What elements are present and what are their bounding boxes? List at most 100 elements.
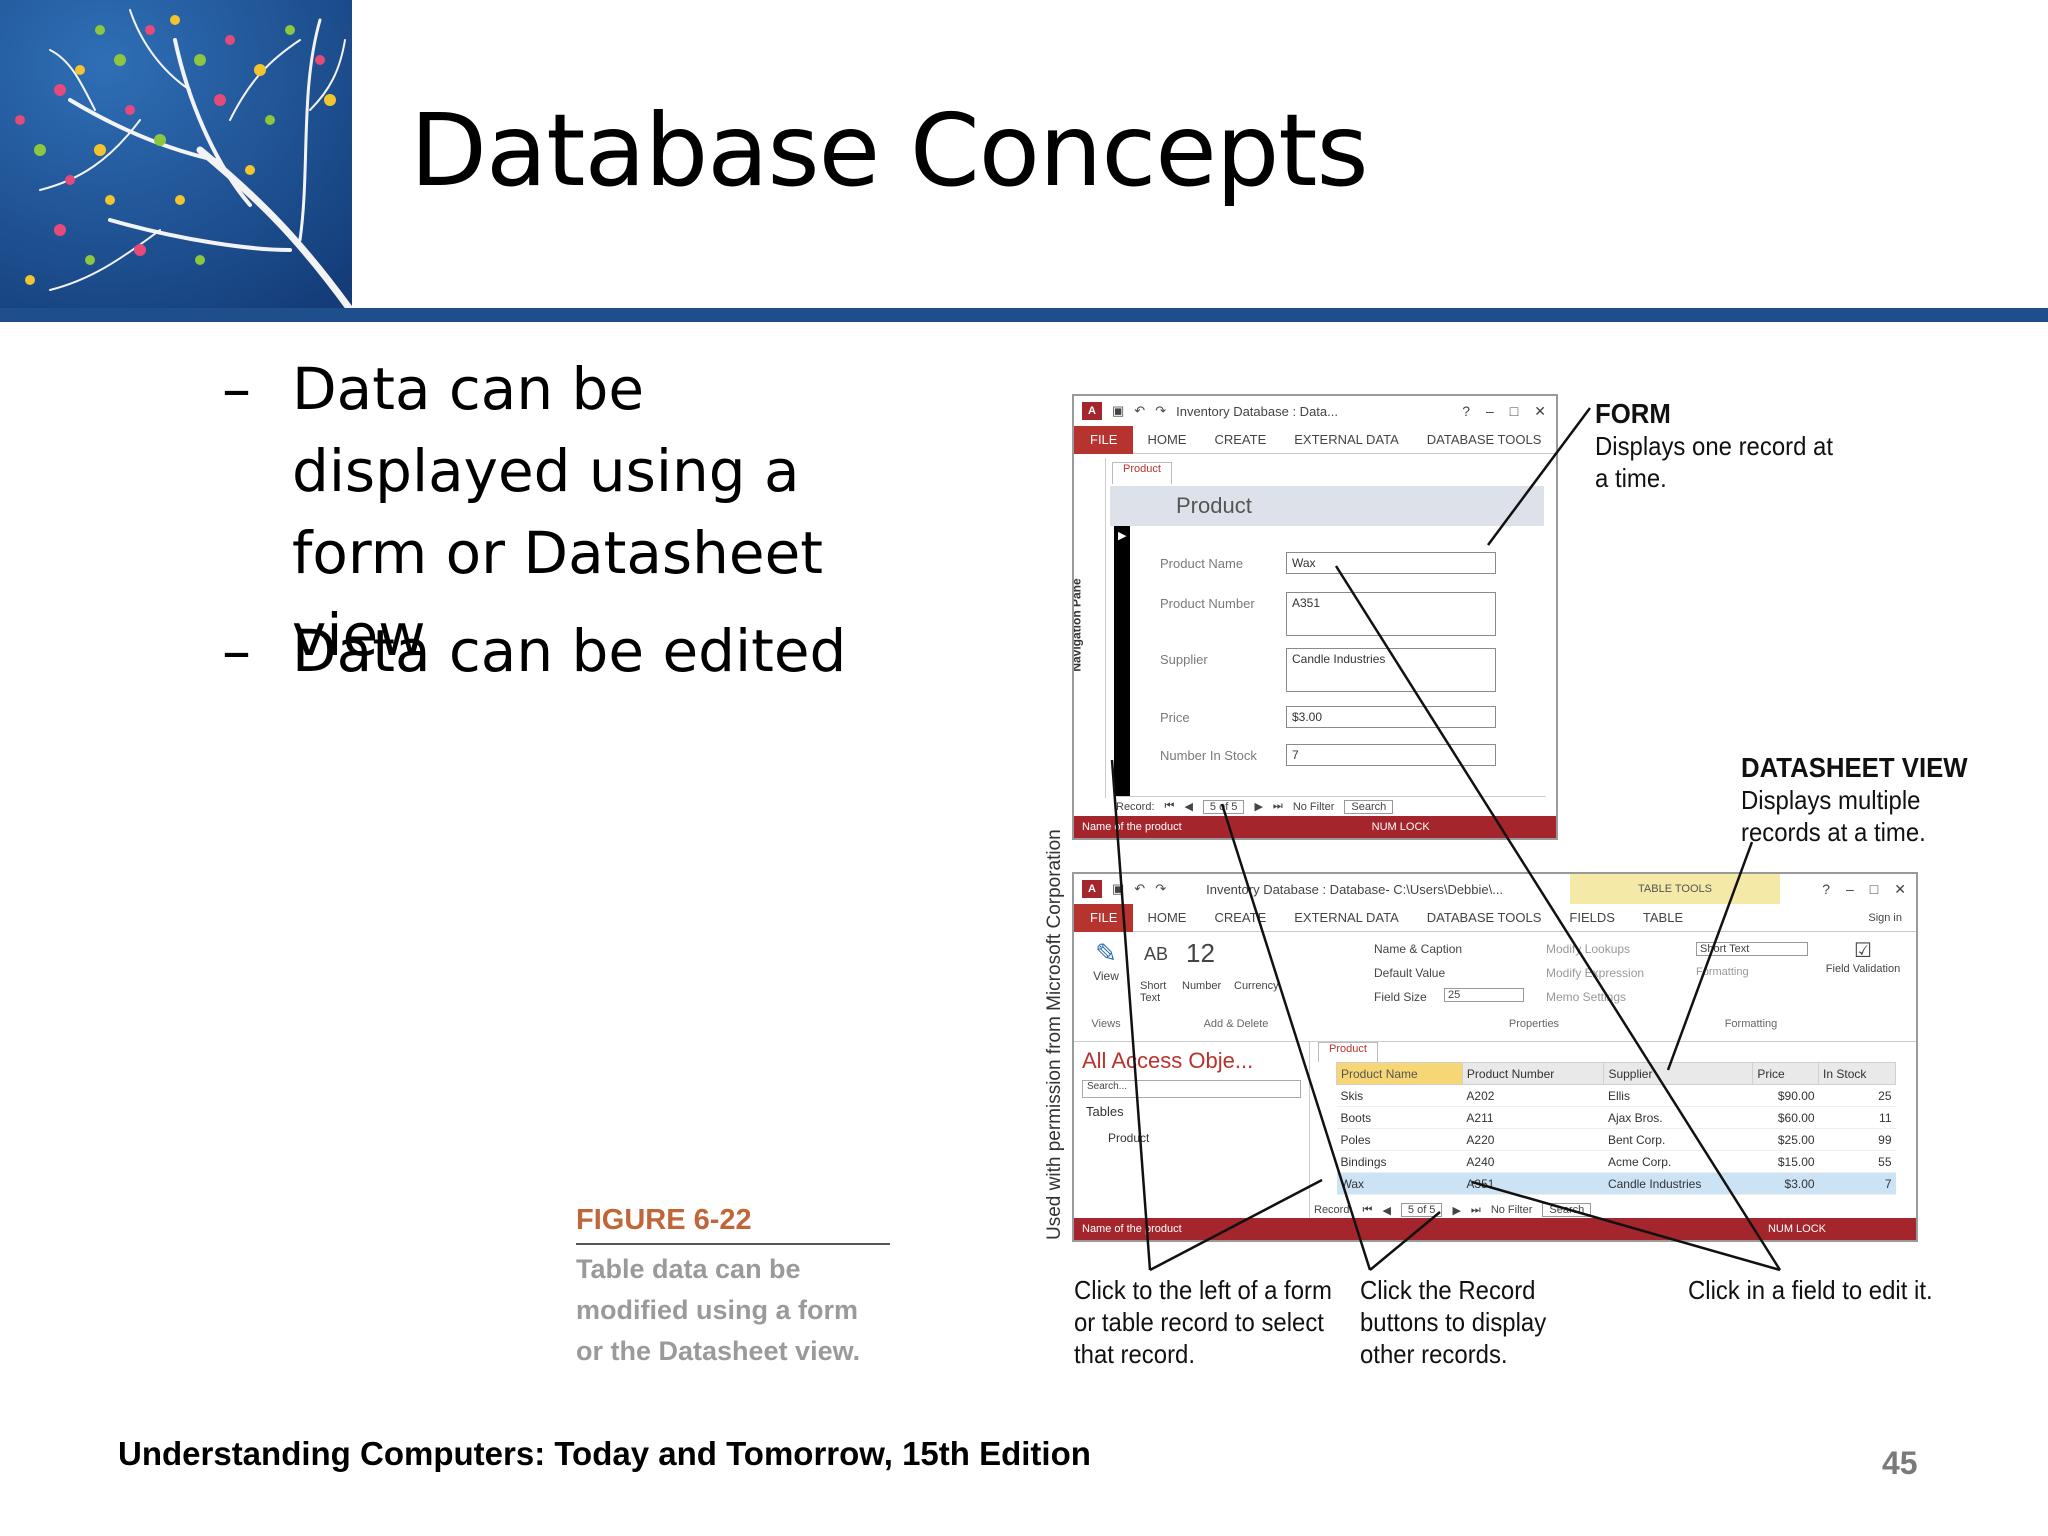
table-row-selected[interactable]: Wax A351 Candle Industries $3.00 7 <box>1336 1172 1896 1195</box>
field-size-input[interactable]: 25 <box>1444 988 1524 1002</box>
column-header-in-stock[interactable]: In Stock <box>1818 1062 1896 1085</box>
table-cell[interactable]: A351 <box>1462 1172 1604 1195</box>
table-cell[interactable]: A211 <box>1462 1106 1604 1129</box>
default-value-button[interactable]: Default Value <box>1374 966 1446 980</box>
sign-in-link[interactable]: Sign in <box>1868 911 1902 924</box>
table-cell[interactable]: 11 <box>1818 1106 1896 1129</box>
previous-record-icon[interactable]: ◀ <box>1184 801 1193 813</box>
table-cell[interactable]: 7 <box>1818 1172 1896 1195</box>
table-cell[interactable]: A202 <box>1462 1084 1604 1107</box>
table-cell[interactable]: 99 <box>1818 1128 1896 1151</box>
tab-home[interactable]: HOME <box>1147 910 1187 925</box>
save-icon[interactable]: ▣ <box>1112 403 1125 418</box>
field-validation-button[interactable]: Field Validation <box>1825 963 1901 975</box>
table-cell[interactable]: Candle Industries <box>1603 1172 1753 1195</box>
table-cell[interactable]: Poles <box>1336 1128 1463 1151</box>
minimize-button[interactable]: – <box>1486 402 1494 419</box>
navigation-pane-title[interactable]: All Access Obje... <box>1082 1048 1254 1073</box>
memo-settings-button[interactable]: Memo Settings <box>1546 990 1627 1004</box>
product-number-field[interactable]: A351 <box>1286 592 1496 636</box>
product-name-field[interactable]: Wax <box>1286 552 1496 574</box>
number-button[interactable]: Number <box>1182 980 1222 992</box>
first-record-icon[interactable]: ⏮ <box>1164 800 1175 812</box>
modify-expression-button[interactable]: Modify Expression <box>1546 966 1645 980</box>
tab-file[interactable]: FILE <box>1074 903 1134 932</box>
table-cell[interactable]: A220 <box>1462 1128 1604 1151</box>
table-cell[interactable]: $25.00 <box>1752 1128 1819 1151</box>
search-input[interactable]: Search <box>1344 799 1394 814</box>
column-header-product-number[interactable]: Product Number <box>1461 1062 1605 1085</box>
table-cell[interactable]: Skis <box>1336 1084 1463 1107</box>
next-record-icon[interactable]: ▶ <box>1254 801 1263 813</box>
number-in-stock-field[interactable]: 7 <box>1286 744 1496 766</box>
formatting-select[interactable]: Formatting <box>1696 966 1749 978</box>
view-button[interactable]: View <box>1093 969 1119 983</box>
document-tab-product[interactable]: Product <box>1112 462 1172 484</box>
previous-record-icon[interactable]: ◀ <box>1382 1204 1391 1217</box>
next-record-icon[interactable]: ▶ <box>1452 1204 1461 1217</box>
column-header-supplier[interactable]: Supplier <box>1603 1062 1754 1085</box>
filter-indicator[interactable]: No Filter <box>1490 1204 1533 1216</box>
nav-item-product-table[interactable]: Product <box>1108 1131 1150 1145</box>
undo-icon[interactable]: ↶ <box>1134 403 1146 418</box>
tab-file[interactable]: FILE <box>1074 425 1134 454</box>
table-cell[interactable]: Wax <box>1336 1172 1463 1195</box>
search-input[interactable]: Search <box>1542 1203 1592 1217</box>
navigation-search-input[interactable]: Search... <box>1082 1080 1301 1098</box>
redo-icon[interactable]: ↷ <box>1155 403 1167 418</box>
table-cell[interactable]: $90.00 <box>1752 1084 1819 1107</box>
column-header-product-name[interactable]: Product Name <box>1336 1062 1463 1085</box>
close-button[interactable]: ✕ <box>1534 402 1546 419</box>
record-number-input[interactable]: 5 of 5 <box>1400 1203 1443 1217</box>
maximize-button[interactable]: □ <box>1869 880 1879 897</box>
record-number-input[interactable]: 5 of 5 <box>1202 799 1245 814</box>
last-record-icon[interactable]: ⏭ <box>1272 800 1283 812</box>
table-cell[interactable]: $60.00 <box>1752 1106 1819 1129</box>
filter-indicator[interactable]: No Filter <box>1292 800 1335 813</box>
table-cell[interactable]: Ajax Bros. <box>1603 1106 1753 1129</box>
undo-icon[interactable]: ↶ <box>1134 881 1146 896</box>
table-cell[interactable]: Bindings <box>1336 1150 1463 1173</box>
tab-create[interactable]: CREATE <box>1214 910 1267 925</box>
table-cell[interactable]: A240 <box>1462 1150 1604 1173</box>
table-row[interactable]: Bindings A240 Acme Corp. $15.00 55 <box>1336 1150 1896 1173</box>
tab-database-tools[interactable]: DATABASE TOOLS <box>1426 910 1542 925</box>
table-cell[interactable]: Ellis <box>1603 1084 1753 1107</box>
tables-section-header[interactable]: Tables <box>1086 1104 1124 1119</box>
table-cell[interactable]: 55 <box>1818 1150 1896 1173</box>
table-cell[interactable]: Acme Corp. <box>1603 1150 1753 1173</box>
modify-lookups-button[interactable]: Modify Lookups <box>1546 942 1631 956</box>
table-cell[interactable]: 25 <box>1818 1084 1896 1107</box>
first-record-icon[interactable]: ⏮ <box>1362 1203 1373 1216</box>
table-cell[interactable]: Boots <box>1336 1106 1463 1129</box>
table-row[interactable]: Skis A202 Ellis $90.00 25 <box>1336 1084 1896 1107</box>
table-row[interactable]: Poles A220 Bent Corp. $25.00 99 <box>1336 1128 1896 1151</box>
table-cell[interactable]: $15.00 <box>1752 1150 1819 1173</box>
save-icon[interactable]: ▣ <box>1112 881 1125 896</box>
currency-button[interactable]: Currency <box>1234 980 1279 992</box>
navigation-pane-collapsed[interactable]: Navigation Pane <box>1074 458 1106 798</box>
name-caption-button[interactable]: Name & Caption <box>1374 942 1463 956</box>
maximize-button[interactable]: □ <box>1509 402 1519 419</box>
tab-table[interactable]: TABLE <box>1642 910 1684 925</box>
minimize-button[interactable]: – <box>1846 880 1854 897</box>
redo-icon[interactable]: ↷ <box>1155 881 1167 896</box>
tab-create[interactable]: CREATE <box>1214 432 1267 447</box>
short-text-button[interactable]: Short Text <box>1140 980 1167 1004</box>
table-row[interactable]: Boots A211 Ajax Bros. $60.00 11 <box>1336 1106 1896 1129</box>
column-header-price[interactable]: Price <box>1752 1062 1820 1085</box>
last-record-icon[interactable]: ⏭ <box>1470 1203 1481 1216</box>
supplier-field[interactable]: Candle Industries <box>1286 648 1496 692</box>
table-cell[interactable]: Bent Corp. <box>1603 1128 1753 1151</box>
table-cell[interactable]: $3.00 <box>1752 1172 1819 1195</box>
record-selector-bar[interactable]: ▶ <box>1114 526 1130 796</box>
help-button[interactable]: ? <box>1462 402 1470 419</box>
tab-fields[interactable]: FIELDS <box>1569 910 1615 925</box>
close-button[interactable]: ✕ <box>1894 880 1906 897</box>
data-type-select[interactable]: Short Text <box>1696 942 1808 956</box>
tab-database-tools[interactable]: DATABASE TOOLS <box>1426 432 1542 447</box>
tab-external-data[interactable]: EXTERNAL DATA <box>1294 910 1399 925</box>
price-field[interactable]: $3.00 <box>1286 706 1496 728</box>
tab-home[interactable]: HOME <box>1147 432 1187 447</box>
document-tab-product[interactable]: Product <box>1318 1042 1378 1062</box>
